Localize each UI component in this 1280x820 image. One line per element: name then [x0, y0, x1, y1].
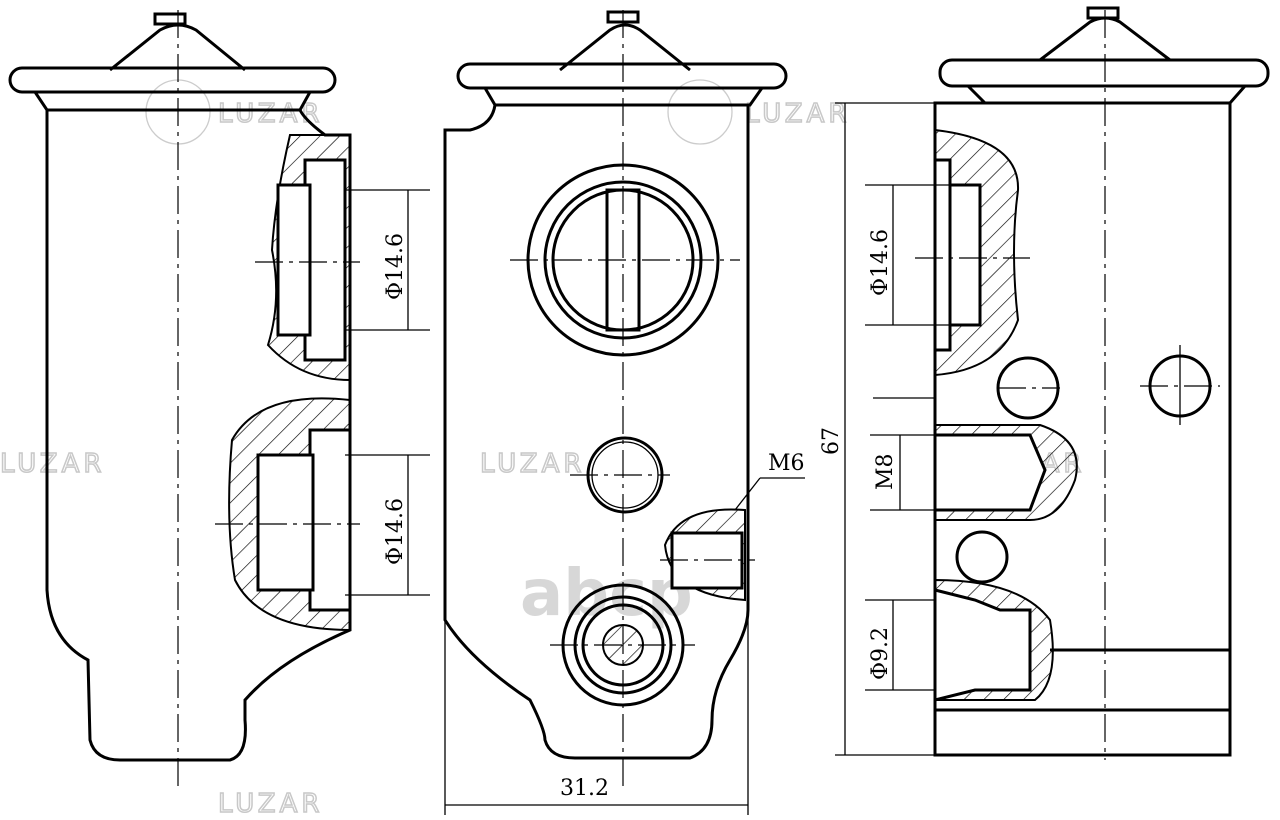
front-view: [443, 10, 805, 815]
side-view-right: [835, 6, 1270, 760]
watermark-brand: LUZAR: [745, 99, 850, 129]
dim-front-thread: M6: [768, 451, 805, 476]
watermark-brand: LUZAR: [218, 789, 323, 819]
watermark-brand: LUZAR: [0, 449, 105, 479]
watermark-layer: LUZAR LUZAR LUZAR LUZAR LUZAR LUZAR abcp: [0, 79, 1082, 820]
dim-left-lower-diameter: Φ14.6: [383, 498, 408, 565]
dim-right-thread: M8: [873, 453, 898, 490]
dim-right-upper-diameter: Φ14.6: [868, 229, 893, 296]
dim-overall-height: 67: [819, 427, 844, 455]
dim-left-upper-diameter: Φ14.6: [383, 233, 408, 300]
watermark-brand: LUZAR: [218, 99, 323, 129]
dim-front-width: 31.2: [560, 776, 609, 801]
watermark-marketplace: abcp: [520, 557, 693, 631]
watermark-logo-icon: [667, 79, 733, 145]
dim-right-lower-diameter: Φ9.2: [868, 627, 893, 680]
side-view-left: [8, 10, 430, 790]
watermark-brand: LUZAR: [480, 449, 585, 479]
